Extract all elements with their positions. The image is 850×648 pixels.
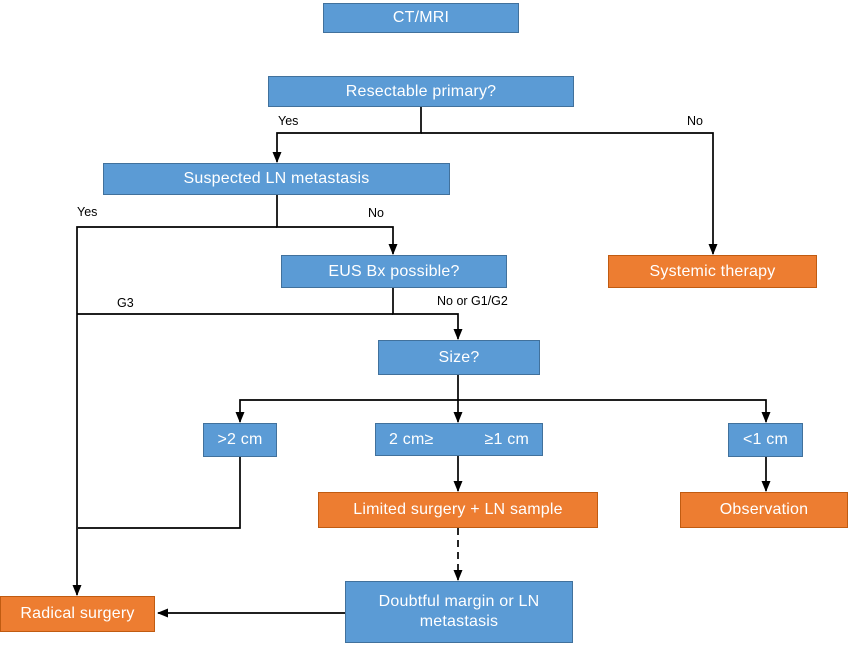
node-radical-surgery: Radical surgery (0, 596, 155, 632)
edge-label-no-or-g1-g2: No or G1/G2 (437, 294, 508, 308)
edge-suspected-no-to-eus (276, 195, 398, 255)
edge-eus-no-to-size (392, 288, 463, 340)
node-systemic-therapy: Systemic therapy (608, 255, 817, 288)
edge-label-resectable-no: No (687, 114, 703, 128)
edge-size-to-gt2 (235, 399, 458, 423)
node-limited-surgery-ln-sample: Limited surgery + LN sample (318, 492, 598, 528)
node-observation: Observation (680, 492, 848, 528)
node-eus-bx-possible: EUS Bx possible? (281, 255, 507, 288)
node-size: Size? (378, 340, 540, 375)
node-less-than-1cm: <1 cm (728, 423, 803, 457)
node-resectable-primary: Resectable primary? (268, 76, 574, 107)
edge-label-suspected-yes: Yes (77, 205, 98, 219)
edge-resectable-yes-to-suspected (272, 107, 422, 163)
edge-label-resectable-yes: Yes (278, 114, 299, 128)
node-between-1-and-2cm: 2 cm≥ ≥1 cm (375, 423, 543, 456)
node-ct-mri: CT/MRI (323, 3, 519, 33)
node-doubtful-margin-ln-metastasis: Doubtful margin or LN metastasis (345, 581, 573, 643)
edge-label-g3: G3 (117, 296, 134, 310)
edge-size-to-lt1 (458, 399, 771, 423)
node-suspected-ln-metastasis: Suspected LN metastasis (103, 163, 450, 195)
edge-gt2-junction (78, 457, 241, 529)
edge-resectable-no-to-systemic (421, 132, 718, 255)
node-between-1-and-2cm-left: 2 cm≥ (389, 430, 434, 448)
edge-label-suspected-no: No (368, 206, 384, 220)
node-between-1-and-2cm-right: ≥1 cm (484, 430, 529, 448)
edge-suspected-yes-to-radical (72, 226, 277, 596)
node-greater-than-2cm: >2 cm (203, 423, 277, 457)
